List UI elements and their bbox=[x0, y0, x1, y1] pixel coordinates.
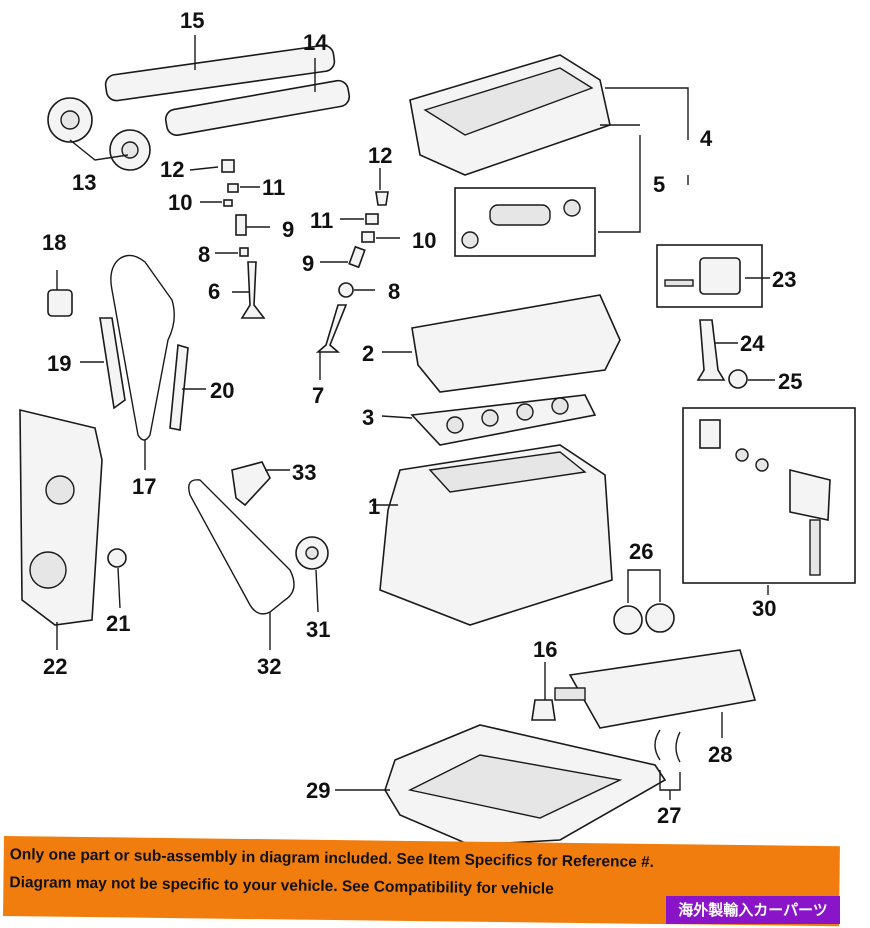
engine-block-1 bbox=[379, 444, 613, 626]
callout-20: 20 bbox=[210, 378, 234, 403]
guide-19 bbox=[99, 317, 126, 410]
camshaft-15 bbox=[104, 44, 336, 102]
callout-30: 30 bbox=[752, 596, 776, 621]
callout-11a: 11 bbox=[262, 175, 285, 200]
callout-2: 2 bbox=[362, 341, 374, 366]
oil-pan-29 bbox=[384, 724, 667, 846]
main-bearings-26 bbox=[613, 603, 675, 635]
chain-guide-33 bbox=[231, 461, 271, 507]
callout-13: 13 bbox=[72, 170, 96, 195]
callout-12a: 12 bbox=[160, 157, 184, 182]
callout-25: 25 bbox=[778, 369, 802, 394]
callout-26: 26 bbox=[629, 539, 653, 564]
callout-10b: 10 bbox=[412, 228, 436, 253]
callout-27: 27 bbox=[657, 803, 681, 828]
gasket-box-5 bbox=[454, 187, 596, 257]
callout-12b: 12 bbox=[368, 143, 392, 168]
callout-19: 19 bbox=[47, 351, 71, 376]
ignition-box-30 bbox=[682, 407, 856, 584]
callout-5: 5 bbox=[653, 172, 665, 197]
callout-29: 29 bbox=[306, 778, 330, 803]
callout-1: 1 bbox=[368, 494, 380, 519]
callout-10a: 10 bbox=[168, 190, 192, 215]
callout-28: 28 bbox=[708, 742, 732, 767]
callout-6: 6 bbox=[208, 279, 220, 304]
callout-17: 17 bbox=[132, 474, 156, 499]
camshaft-14 bbox=[164, 79, 351, 136]
crankshaft-28 bbox=[554, 649, 757, 729]
callout-7: 7 bbox=[312, 383, 324, 408]
timing-chain-17 bbox=[110, 254, 175, 441]
callout-4: 4 bbox=[700, 126, 713, 151]
sensor-16 bbox=[531, 699, 556, 721]
callout-11b: 11 bbox=[310, 208, 333, 233]
callout-9b: 9 bbox=[302, 251, 314, 276]
piston-box-23 bbox=[656, 244, 763, 308]
callout-31: 31 bbox=[306, 617, 330, 642]
callout-8a: 8 bbox=[198, 242, 210, 267]
callout-23: 23 bbox=[772, 267, 796, 292]
notice-line-2: Diagram may not be specific to your vehi… bbox=[9, 874, 554, 898]
tensioner-18 bbox=[47, 289, 73, 317]
valve-cover-4 bbox=[409, 54, 611, 176]
leader-lines bbox=[56, 35, 775, 800]
connecting-rod-24 bbox=[696, 319, 726, 381]
rod-bearing-25 bbox=[728, 369, 748, 389]
callout-33: 33 bbox=[292, 460, 316, 485]
guide-20 bbox=[169, 343, 189, 431]
cam-sprockets-13 bbox=[47, 97, 151, 171]
valve-train-middle bbox=[315, 191, 389, 353]
callout-18: 18 bbox=[42, 230, 66, 255]
callout-3: 3 bbox=[362, 405, 374, 430]
head-gasket-3 bbox=[410, 394, 597, 446]
callout-32: 32 bbox=[257, 654, 281, 679]
callout-22: 22 bbox=[43, 654, 67, 679]
tubes-27 bbox=[654, 729, 681, 763]
valve-train-left bbox=[221, 159, 266, 319]
callout-14: 14 bbox=[303, 30, 328, 55]
callout-9a: 9 bbox=[282, 217, 294, 242]
callout-15: 15 bbox=[180, 8, 204, 33]
callout-labels: 1 2 3 4 5 6 7 8 8 9 9 10 10 11 11 12 12 … bbox=[42, 8, 802, 828]
sprocket-31 bbox=[295, 536, 329, 570]
seal-21 bbox=[107, 548, 127, 568]
timing-cover-22 bbox=[19, 408, 103, 626]
callout-21: 21 bbox=[106, 611, 130, 636]
callout-8b: 8 bbox=[388, 279, 400, 304]
oil-pump-chain-32 bbox=[188, 479, 295, 615]
notice-line-1: Only one part or sub-assembly in diagram… bbox=[9, 846, 655, 871]
cylinder-head-2 bbox=[411, 294, 621, 393]
callout-24: 24 bbox=[740, 331, 765, 356]
callout-16: 16 bbox=[533, 637, 557, 662]
watermark-badge: 海外製輸入カーパーツ bbox=[666, 896, 840, 924]
